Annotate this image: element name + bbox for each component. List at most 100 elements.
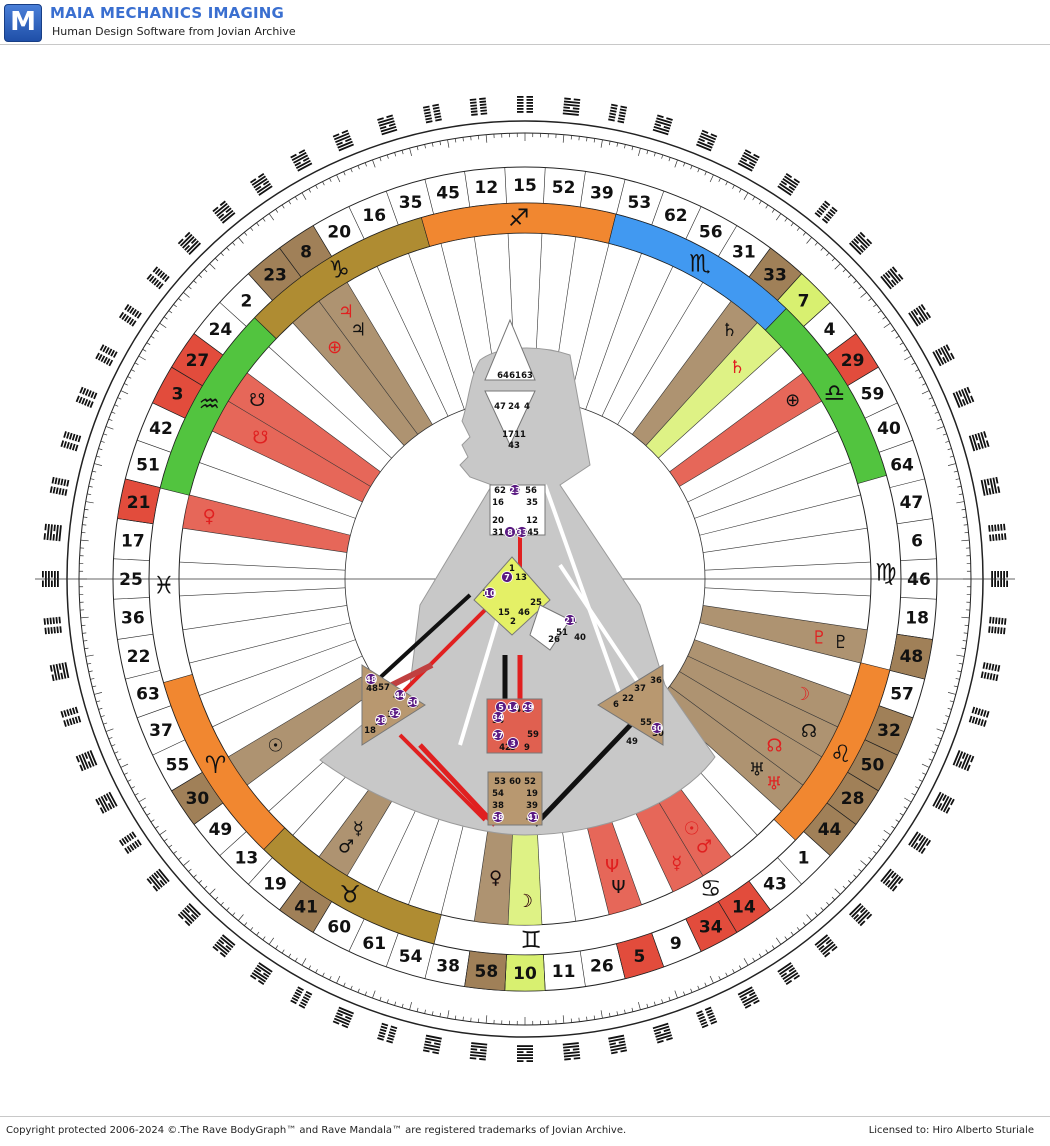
degree-tick bbox=[772, 945, 774, 948]
degree-tick bbox=[83, 517, 87, 518]
degree-tick bbox=[785, 218, 787, 221]
activated-gate-23: 23 bbox=[509, 486, 520, 495]
taurus-sign-icon: ♉ bbox=[339, 881, 361, 909]
hexagram-icon bbox=[147, 266, 170, 289]
gate-number-33: 33 bbox=[763, 265, 787, 285]
degree-tick bbox=[848, 275, 851, 278]
degree-tick bbox=[675, 991, 678, 999]
degree-tick bbox=[210, 889, 216, 895]
spoke-line bbox=[586, 253, 642, 409]
app-footer: Copyright protected 2006-2024 ©.The Rave… bbox=[0, 1116, 1050, 1146]
gate-number-43: 43 bbox=[763, 875, 787, 895]
gate-number-9: 9 bbox=[670, 934, 682, 954]
degree-tick bbox=[351, 986, 353, 990]
degree-tick bbox=[943, 434, 947, 435]
degree-tick bbox=[329, 976, 331, 980]
gate-divider bbox=[543, 167, 545, 203]
degree-tick bbox=[86, 655, 94, 656]
gate-number-8: 8 bbox=[300, 242, 312, 262]
degree-tick bbox=[896, 820, 899, 822]
degree-tick bbox=[323, 182, 325, 186]
hexagram-icon bbox=[849, 903, 872, 926]
degree-tick bbox=[943, 723, 947, 724]
degree-tick bbox=[302, 958, 306, 965]
gate-label-37: 37 bbox=[634, 684, 646, 694]
hexagram-icon bbox=[147, 869, 170, 892]
degree-tick bbox=[900, 813, 903, 815]
degree-tick bbox=[188, 286, 191, 289]
degree-tick bbox=[954, 471, 958, 472]
degree-tick bbox=[417, 146, 418, 150]
degree-tick bbox=[238, 915, 243, 921]
degree-tick bbox=[295, 958, 297, 961]
degree-tick bbox=[402, 1004, 403, 1008]
degree-tick bbox=[135, 363, 138, 365]
degree-tick bbox=[309, 189, 311, 192]
degree-tick bbox=[594, 1016, 595, 1020]
degree-tick bbox=[961, 540, 969, 541]
degree-tick bbox=[111, 745, 115, 746]
degree-tick bbox=[957, 671, 961, 672]
degree-tick bbox=[188, 869, 191, 872]
degree-tick bbox=[106, 426, 114, 429]
gate-label-47: 47 bbox=[494, 402, 506, 412]
degree-tick bbox=[372, 991, 375, 999]
node-symbol-black-icon: ☊ bbox=[801, 721, 817, 742]
degree-tick bbox=[155, 330, 158, 332]
degree-tick bbox=[380, 997, 381, 1001]
degree-tick bbox=[873, 304, 876, 306]
gate-number-29: 29 bbox=[841, 351, 865, 371]
hexagram-icon bbox=[880, 869, 903, 892]
hexagram-icon bbox=[880, 266, 903, 289]
degree-tick bbox=[316, 969, 318, 973]
degree-tick bbox=[797, 927, 799, 930]
gate-divider bbox=[425, 179, 434, 214]
node-symbol-red-icon: ☊ bbox=[766, 736, 782, 757]
gate-number-15: 15 bbox=[513, 176, 537, 196]
degree-tick bbox=[178, 857, 181, 860]
degree-tick bbox=[617, 143, 618, 147]
earth-symbol-black-icon: ⊕ bbox=[785, 390, 800, 411]
degree-tick bbox=[337, 175, 340, 182]
degree-tick bbox=[131, 370, 135, 372]
degree-tick bbox=[204, 886, 207, 889]
degree-tick bbox=[766, 205, 768, 208]
degree-tick bbox=[94, 692, 102, 694]
gate-label-39: 39 bbox=[526, 801, 538, 811]
degree-tick bbox=[387, 155, 388, 159]
degree-tick bbox=[935, 745, 939, 746]
hexagram-icon bbox=[608, 1035, 627, 1055]
gate-divider bbox=[580, 951, 585, 987]
degree-tick bbox=[624, 144, 625, 148]
mars-symbol-red-icon: ♂ bbox=[696, 837, 712, 858]
degree-tick bbox=[675, 160, 678, 168]
hexagram-icon bbox=[50, 662, 70, 681]
spoke-line bbox=[703, 528, 867, 552]
degree-tick bbox=[410, 148, 412, 156]
activated-gate-14: 14 bbox=[507, 703, 519, 712]
degree-tick bbox=[337, 976, 340, 983]
degree-tick bbox=[719, 976, 721, 980]
degree-tick bbox=[135, 793, 138, 795]
jupiter-symbol-red-icon: ♃ bbox=[338, 301, 354, 322]
activated-gate-30: 30 bbox=[651, 724, 663, 733]
degree-tick bbox=[160, 830, 167, 835]
degree-tick bbox=[227, 907, 230, 910]
degree-tick bbox=[959, 663, 963, 664]
gate-divider bbox=[897, 519, 933, 524]
cancer-sign-icon: ♋ bbox=[700, 874, 722, 902]
gate-divider bbox=[879, 440, 913, 452]
degree-tick bbox=[263, 937, 265, 940]
gate-divider bbox=[137, 706, 171, 718]
degree-tick bbox=[128, 780, 132, 782]
degree-tick bbox=[832, 258, 835, 261]
gate-label-13: 13 bbox=[515, 573, 527, 583]
hexagram-icon bbox=[988, 617, 1006, 635]
degree-tick bbox=[835, 889, 841, 895]
gate-number-52: 52 bbox=[552, 178, 576, 198]
degree-tick bbox=[683, 992, 684, 996]
venus-symbol-red-icon: ♀ bbox=[203, 506, 216, 527]
degree-tick bbox=[937, 729, 945, 732]
degree-tick bbox=[395, 152, 396, 156]
gate-number-39: 39 bbox=[590, 184, 614, 204]
